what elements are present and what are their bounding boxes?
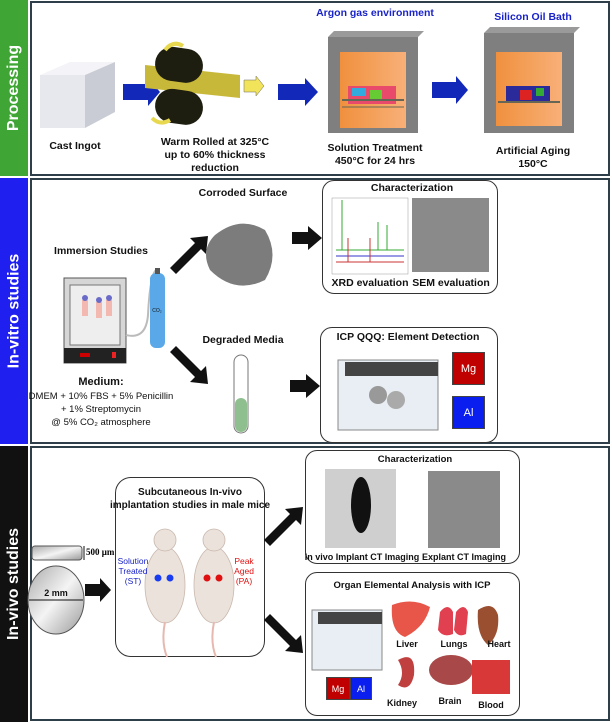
mice-title-1: Subcutaneous In-vivo: [138, 487, 242, 498]
degraded-label: Degraded Media: [202, 334, 284, 346]
medium-line-2: + 1% Streptomycin: [61, 404, 141, 415]
medium-title: Medium:: [78, 376, 124, 388]
rolling-mill-icon: [145, 41, 265, 125]
warm-rolled-label-2: up to 60% thickness: [164, 149, 266, 161]
icp-instrument-icon-2: [311, 609, 383, 671]
arrow-icon: [264, 507, 303, 546]
black-arrows: [85, 226, 322, 653]
st-label-3: (ST): [124, 576, 142, 586]
in-vivo-section-label: In-vivo studies: [0, 446, 28, 722]
argon-label: Argon gas environment: [316, 7, 434, 19]
cast-ingot-icon: [40, 62, 115, 128]
arrow-icon: [264, 614, 303, 653]
icp-title: ICP QQQ: Element Detection: [336, 331, 480, 343]
in-vitro-section-label: In-vitro studies: [0, 178, 28, 444]
disc-sample-icon: [27, 545, 85, 635]
characterization-title: Characterization: [370, 182, 454, 194]
aging-label: Artificial Aging: [495, 145, 571, 157]
process-arrows: [123, 76, 468, 106]
sem-label: SEM evaluation: [412, 277, 490, 289]
mg-element: Mg: [452, 352, 485, 385]
mouse-st-icon: [144, 528, 186, 658]
warm-rolled-label-1: Warm Rolled at 325°C: [160, 136, 270, 148]
co2-tank-label: CO₂: [152, 308, 162, 314]
solution-treatment-temp: 450°C for 24 hrs: [334, 155, 416, 167]
xrd-label: XRD evaluation: [331, 277, 409, 289]
medium-line-1: DMEM + 10% FBS + 5% Penicillin: [28, 391, 174, 402]
brain-icon: [429, 655, 473, 685]
organ-liver-label: Liver: [396, 639, 418, 649]
mice-study-box: [115, 477, 265, 657]
liver-icon: [391, 601, 430, 637]
explant-ct-image: [428, 471, 500, 548]
diameter-label: 2 mm: [44, 588, 68, 598]
arrow-icon: [432, 76, 468, 104]
icp-instrument-icon: [337, 359, 439, 431]
warm-rolled-label-3: reduction: [191, 162, 239, 174]
corroded-label: Corroded Surface: [198, 187, 288, 199]
co2-tank-icon: [125, 268, 165, 348]
organ-title: Organ Elemental Analysis with ICP: [333, 580, 491, 591]
mice-title-2: implantation studies in male mice: [109, 500, 271, 511]
aging-temp: 150°C: [518, 158, 548, 170]
pa-label-2: Aged: [234, 566, 254, 576]
solution-treatment-label: Solution Treatment: [327, 142, 423, 154]
blood-icon: [472, 660, 510, 694]
arrow-icon: [292, 226, 322, 250]
furnace-oil-bath-icon: [484, 27, 580, 133]
thickness-label: 500 μm: [86, 547, 115, 557]
st-label-2: Treated: [118, 566, 148, 576]
arrow-icon: [170, 236, 208, 274]
organ-brain-label: Brain: [438, 696, 462, 706]
arrow-icon: [170, 346, 208, 384]
st-label-1: Solution: [117, 556, 149, 566]
mouse-pa-icon: [193, 528, 235, 658]
incubator-icon: [63, 277, 127, 364]
sem-image: [412, 198, 489, 272]
silicon-oil-label: Silicon Oil Bath: [494, 11, 572, 23]
arrow-icon: [85, 578, 111, 602]
corroded-sample-icon: [206, 223, 273, 286]
kidney-icon: [398, 657, 415, 688]
pa-label-3: (PA): [235, 576, 253, 586]
mg-element-2: Mg: [326, 677, 350, 700]
organ-lungs-label: Lungs: [440, 639, 468, 649]
explant-label: Explant CT Imaging: [421, 552, 507, 562]
pa-label-1: Peak: [234, 556, 254, 566]
processing-section-label: Processing: [0, 0, 28, 176]
al-element-2: Al: [350, 677, 372, 700]
ct-label: In vivo Implant CT Imaging: [304, 552, 420, 562]
organ-blood-label: Blood: [478, 700, 504, 710]
arrow-icon: [278, 78, 318, 106]
test-tube-icon: [233, 354, 249, 434]
immersion-label: Immersion Studies: [54, 245, 148, 257]
invivo-characterization-title: Characterization: [377, 454, 453, 465]
organ-heart-label: Heart: [487, 639, 511, 649]
organ-kidney-label: Kidney: [386, 698, 418, 708]
furnace-argon-icon: [328, 31, 424, 133]
arrow-icon: [290, 374, 320, 398]
al-element: Al: [452, 396, 485, 429]
medium-line-3: @ 5% CO₂ atmosphere: [51, 417, 151, 428]
cast-ingot-label: Cast Ingot: [49, 140, 101, 152]
lungs-icon: [438, 607, 468, 636]
xrd-plot: [331, 197, 409, 275]
heart-icon: [477, 606, 499, 645]
